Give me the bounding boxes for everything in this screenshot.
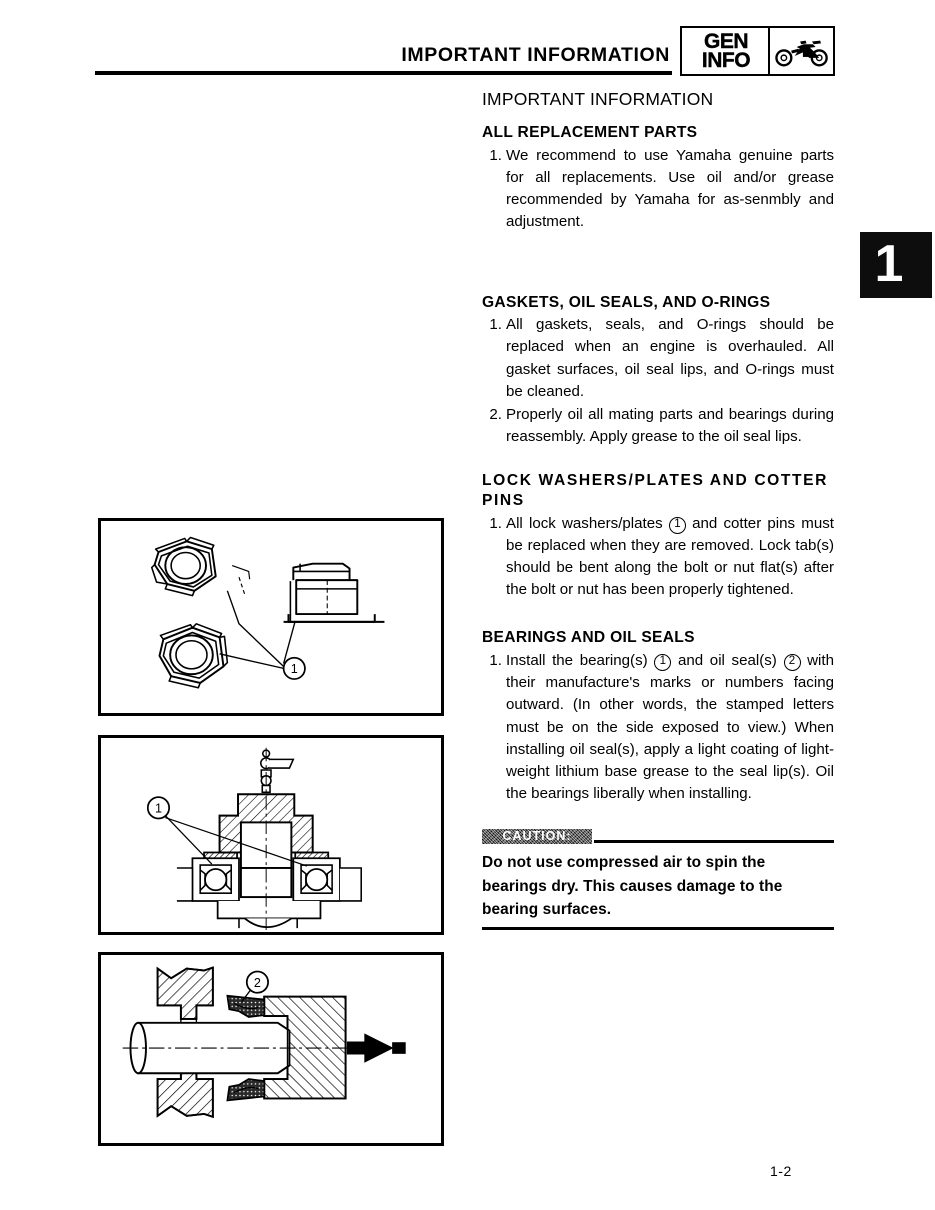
list-item: 1.We recommend to use Yamaha genuine par… (482, 145, 834, 234)
section-spacer (482, 449, 834, 471)
list-item-number: 1. (489, 652, 502, 670)
logo-line-info: INFO (701, 49, 751, 72)
page-title: IMPORTANT INFORMATION (482, 89, 714, 109)
section-heading: LOCK WASHERS/PLATES AND COTTER PINS (482, 472, 829, 510)
gen-info-logo-text: GEN INFO (682, 28, 770, 74)
svg-text:2: 2 (254, 976, 261, 990)
section-heading: GASKETS, OIL SEALS, AND O-RINGS (482, 293, 771, 311)
main-text-column: IMPORTANT INFORMATION ALL REPLACEMENT PA… (482, 89, 834, 930)
caution-label-row: CAUTION: (482, 829, 834, 846)
motorcycle-icon (770, 28, 833, 74)
bearing-cross-section-figure: 1 (98, 735, 444, 935)
list-item-number: 2. (489, 406, 502, 424)
oil-seal-installation-figure: 2 (98, 952, 444, 1146)
chapter-tab-1: 1 (860, 232, 932, 298)
list-item-number: 1. (489, 514, 502, 532)
list-item-text: Properly oil all mating parts and bearin… (506, 406, 834, 446)
list-item-number: 1. (489, 316, 502, 334)
list-item: 1.All gaskets, seals, and O-rings should… (482, 314, 834, 403)
caution-block: CAUTION: Do not use compressed air to sp… (482, 829, 834, 930)
section-spacer (482, 235, 834, 293)
list-item-text-after: with their manufacture's marks or number… (506, 652, 834, 803)
list-item-number: 1. (489, 146, 502, 164)
list-item: 2.Properly oil all mating parts and bear… (482, 404, 834, 448)
chapter-tab-number: 1 (874, 235, 904, 293)
section-spacer (482, 602, 834, 628)
list-item: 1.Install the bearing(s) 1 and oil seal(… (482, 650, 834, 805)
section-list: 1.Install the bearing(s) 1 and oil seal(… (482, 650, 834, 805)
svg-text:1: 1 (291, 662, 298, 676)
list-item-text: We recommend to use Yamaha genuine parts… (506, 146, 834, 231)
list-item-text-before: All lock washers/plates (506, 514, 663, 532)
list-item-text-before: Install the bearing(s) (506, 652, 648, 670)
list-item: 1.All lock washers/plates 1 and cotter p… (482, 513, 834, 602)
caution-top-rule (594, 840, 834, 843)
section-all-replacement-parts: ALL REPLACEMENT PARTS 1.We recommend to … (482, 123, 834, 233)
gen-info-logo: GEN INFO (680, 26, 835, 76)
callout-1-icon: 1 (654, 654, 672, 672)
svg-text:1: 1 (155, 802, 162, 816)
list-item-text-after: and cotter pins must be replaced when th… (506, 514, 834, 599)
list-item-text-mid: and oil seal(s) (677, 652, 777, 670)
lock-washer-figure: 1 (98, 518, 444, 716)
caution-label: CAUTION: (482, 829, 592, 845)
header-divider-rule (95, 71, 672, 75)
section-list: 1.All lock washers/plates 1 and cotter p… (482, 513, 834, 602)
caution-body-text: Do not use compressed air to spin the be… (482, 854, 783, 918)
callout-2-icon: 2 (783, 654, 801, 672)
section-list: 1.All gaskets, seals, and O-rings should… (482, 314, 834, 448)
page-number: 1-2 (770, 1163, 792, 1179)
section-heading: BEARINGS AND OIL SEALS (482, 629, 695, 647)
list-item-text: All gaskets, seals, and O-rings should b… (506, 316, 834, 400)
callout-1-icon: 1 (668, 516, 686, 534)
section-lock-washers-plates-cotter-pins: LOCK WASHERS/PLATES AND COTTER PINS 1.Al… (482, 471, 834, 601)
page-header-title: IMPORTANT INFORMATION (401, 44, 670, 66)
logo-line-gen: GEN (703, 29, 749, 53)
caution-bottom-rule (482, 926, 834, 930)
section-bearings-and-oil-seals: BEARINGS AND OIL SEALS 1.Install the bea… (482, 628, 834, 805)
section-heading: ALL REPLACEMENT PARTS (482, 124, 698, 142)
section-list: 1.We recommend to use Yamaha genuine par… (482, 145, 834, 234)
section-gaskets-oil-seals-o-rings: GASKETS, OIL SEALS, AND O-RINGS 1.All ga… (482, 293, 834, 449)
